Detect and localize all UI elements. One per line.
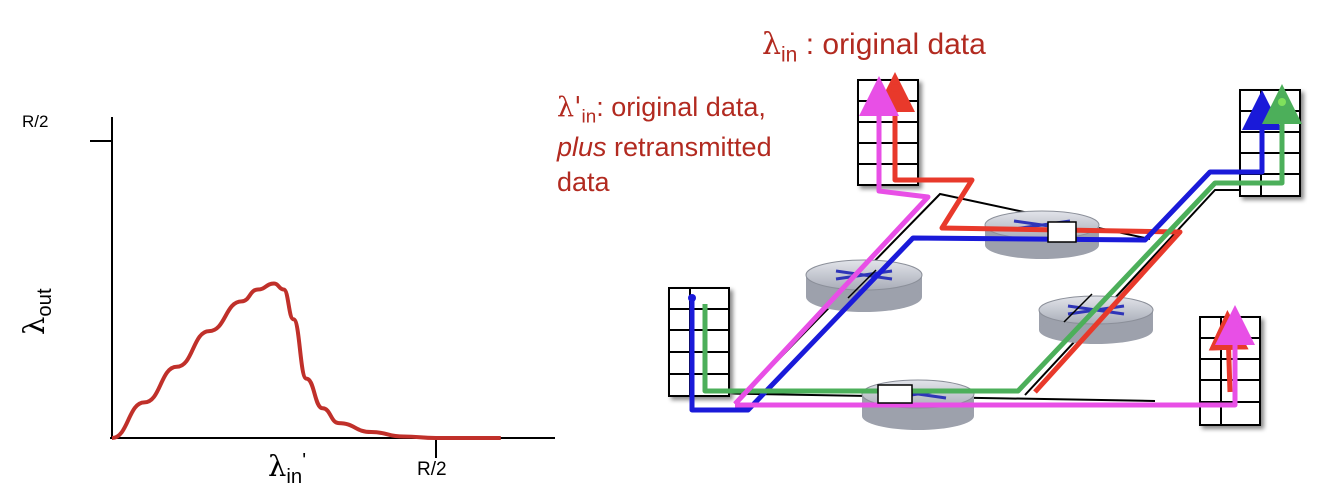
lambda-symbol: λ (762, 27, 782, 62)
blue-flow-path (689, 90, 1282, 413)
throughput-curve (111, 281, 501, 440)
y-axis-sub: out (34, 288, 57, 317)
y-axis-label: λout (17, 288, 57, 335)
throughput-chart (90, 117, 555, 458)
router-icon (1038, 295, 1154, 344)
x-axis-symbol: λ (268, 449, 287, 484)
host-buffer-icon (668, 287, 730, 397)
plus-word: plus (557, 132, 607, 163)
x-axis-sup: ' (302, 450, 307, 472)
lambda-prime-symbol: λ' (557, 92, 582, 123)
lambda-in-text: : original data (797, 28, 986, 61)
x-axis-label: λin' (268, 449, 307, 490)
y-axis-symbol: λ (17, 316, 51, 335)
flow-start-dot (688, 294, 696, 302)
flow-start-dot (1231, 319, 1239, 327)
flow-start-dot (1278, 98, 1286, 106)
x-tick-label: R/2 (417, 459, 447, 480)
lambda-prime-sub: in (581, 106, 597, 128)
host-buffer-icon (1239, 89, 1301, 197)
magenta-flow-path (735, 305, 1255, 408)
y-tick-label: R/2 (22, 112, 49, 131)
red-flow-path (875, 72, 1183, 394)
lambda-in-label: λin : original data (762, 27, 986, 67)
red-flow-path (1208, 310, 1249, 393)
flow-start-dot (891, 84, 899, 92)
lambda-prime-line3: data (557, 167, 610, 198)
lambda-prime-label: λ'in: original data, plus retransmitted … (557, 92, 772, 198)
queue-marks (847, 221, 1093, 404)
green-flow-path (702, 84, 1302, 394)
lambda-prime-line1: : original data, (596, 92, 766, 122)
x-axis-sub: in (286, 466, 303, 489)
lambda-in-sub: in (781, 43, 798, 67)
magenta-flow-path (733, 76, 931, 406)
router-icon (984, 210, 1100, 259)
host-buffer-icon (857, 79, 919, 186)
lambda-prime-line2: retransmitted (606, 132, 772, 163)
router-icon (805, 259, 923, 312)
